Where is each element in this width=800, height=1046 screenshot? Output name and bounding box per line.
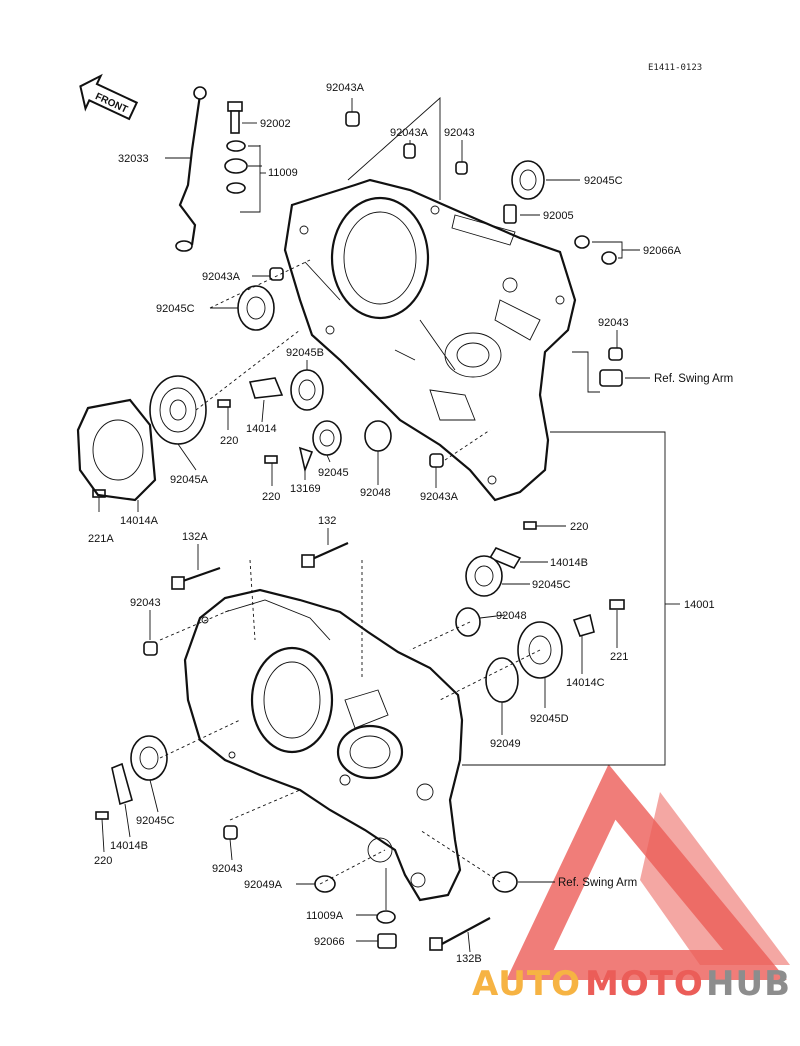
- label-92045A: 92045A: [170, 474, 209, 486]
- label-92043-left: 92043: [130, 597, 161, 609]
- diagram-code: E1411-0123: [648, 63, 702, 73]
- label-11009A: 11009A: [306, 910, 344, 922]
- label-14014A: 14014A: [120, 515, 159, 527]
- label-221A: 221A: [88, 533, 114, 545]
- label-92045D: 92045D: [530, 713, 569, 725]
- label-92045: 92045: [318, 467, 349, 479]
- label-92043A-low: 92043A: [420, 491, 459, 503]
- label-92045B: 92045B: [286, 347, 324, 359]
- label-220-d: 220: [94, 855, 112, 867]
- label-14014B-bottom: 14014B: [110, 840, 148, 852]
- label-14014: 14014: [246, 423, 277, 435]
- lower-crankcase-half: [183, 588, 464, 902]
- label-92049: 92049: [490, 738, 521, 750]
- label-92048-upper: 92048: [360, 487, 391, 499]
- label-92066: 92066: [314, 936, 345, 948]
- part-shapes: [76, 86, 625, 951]
- label-14014B-top: 14014B: [550, 557, 588, 569]
- label-221: 221: [610, 651, 628, 663]
- label-ref-swing-arm-bottom: Ref. Swing Arm: [558, 877, 637, 889]
- watermark-triangle-icon: [506, 764, 787, 980]
- label-92045C-left: 92045C: [156, 303, 195, 315]
- label-92043A-mid: 92043A: [390, 127, 429, 139]
- label-132: 132: [318, 515, 336, 527]
- label-92005: 92005: [543, 210, 574, 222]
- label-92045C-bottom: 92045C: [136, 815, 175, 827]
- watermark-moto: MOTO: [585, 964, 704, 1004]
- label-92045C-mid: 92045C: [532, 579, 571, 591]
- leader-lines: [98, 96, 680, 953]
- label-92043-bottom: 92043: [212, 863, 243, 875]
- watermark-auto: AUTO: [472, 964, 581, 1004]
- label-92043-right: 92043: [598, 317, 629, 329]
- watermark-hub: HUB: [706, 964, 791, 1004]
- label-92045C-top: 92045C: [584, 175, 623, 187]
- label-220-a: 220: [220, 435, 238, 447]
- label-32033: 32033: [118, 153, 149, 165]
- part-labels: 92043A 92002 92043A 92043 32033 11009 92…: [88, 82, 733, 965]
- label-92043-top: 92043: [444, 127, 475, 139]
- label-11009: 11009: [268, 167, 298, 179]
- label-92048-lower: 92048: [496, 610, 527, 622]
- upper-crankcase-half: [283, 178, 577, 502]
- label-92049A: 92049A: [244, 879, 283, 891]
- label-92002: 92002: [260, 118, 291, 130]
- label-92043A-top: 92043A: [326, 82, 365, 94]
- label-14014C: 14014C: [566, 677, 605, 689]
- front-arrow-icon: FRONT: [79, 73, 139, 121]
- label-14001: 14001: [684, 599, 715, 611]
- label-220-c: 220: [570, 521, 588, 533]
- label-13169: 13169: [290, 483, 321, 495]
- label-92043A-left: 92043A: [202, 271, 241, 283]
- label-92066A: 92066A: [643, 245, 682, 257]
- label-132A: 132A: [182, 531, 208, 543]
- label-ref-swing-arm-top: Ref. Swing Arm: [654, 373, 733, 385]
- watermark-logo: AUTO MOTO HUB: [472, 764, 791, 1004]
- label-132B: 132B: [456, 953, 482, 965]
- label-220-b: 220: [262, 491, 280, 503]
